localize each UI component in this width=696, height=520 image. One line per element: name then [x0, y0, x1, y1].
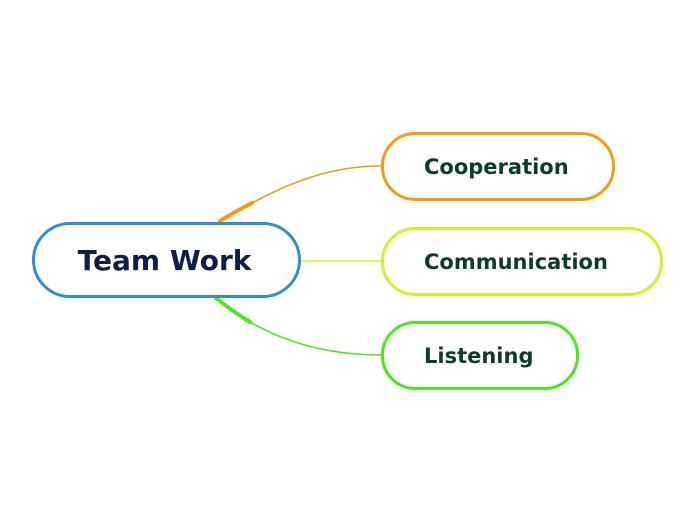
connector-listening-base: [214, 296, 252, 324]
topic-listening-label: Listening: [424, 343, 534, 368]
topic-listening[interactable]: Listening: [381, 321, 579, 390]
connector-cooperation-base: [218, 201, 254, 223]
topic-cooperation-label: Cooperation: [424, 154, 569, 179]
topic-communication[interactable]: Communication: [381, 227, 663, 296]
topic-cooperation[interactable]: Cooperation: [381, 132, 615, 201]
central-topic-label: Team Work: [77, 243, 252, 277]
connector-cooperation: [251, 165, 382, 204]
connector-listening: [249, 321, 382, 356]
topic-communication-label: Communication: [424, 249, 608, 274]
central-topic[interactable]: Team Work: [32, 222, 301, 298]
